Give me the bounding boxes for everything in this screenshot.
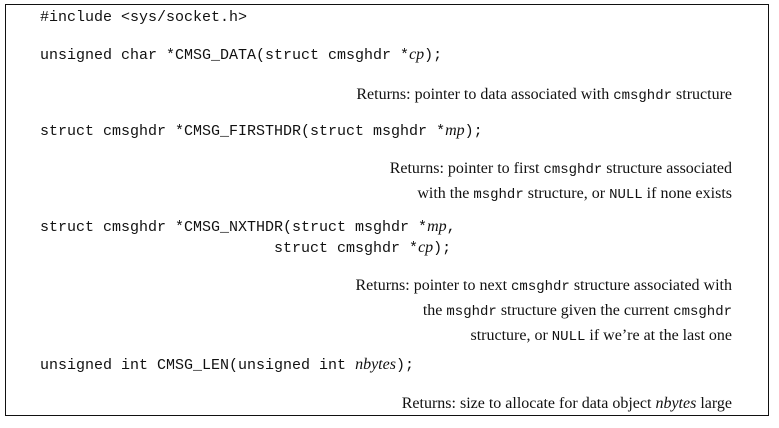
returns-text: structure, or <box>523 185 610 202</box>
param-name: nbytes <box>355 356 396 373</box>
returns-code: cmsghdr <box>673 304 732 320</box>
returns-text: Returns: pointer to data associated with <box>356 86 614 103</box>
returns-text: Returns: size to allocate for data objec… <box>401 395 656 412</box>
returns-code: msghdr <box>446 304 497 320</box>
function-synopsis-box <box>5 4 769 416</box>
returns-text: Returns: pointer to first <box>389 160 544 177</box>
prototype-text: struct cmsghdr *CMSG_NXTHDR(struct msghd… <box>40 219 428 236</box>
returns-line: Returns: pointer to first cmsghdr struct… <box>390 157 732 182</box>
include-directive: #include <sys/socket.h> <box>40 9 248 26</box>
cmsg-len-prototype: unsigned int CMSG_LEN(unsigned int nbyte… <box>40 355 414 376</box>
returns-line: Returns: pointer to data associated with… <box>356 83 732 108</box>
returns-code: cmsghdr <box>511 279 570 295</box>
returns-text: structure <box>672 86 732 103</box>
prototype-line: struct cmsghdr *CMSG_NXTHDR(struct msghd… <box>40 217 456 238</box>
returns-text: structure, or <box>470 327 552 344</box>
cmsg-nxthdr-returns: Returns: pointer to next cmsghdr structu… <box>355 274 732 349</box>
cmsg-firsthdr-prototype: struct cmsghdr *CMSG_FIRSTHDR(struct msg… <box>40 121 483 142</box>
prototype-text: unsigned char *CMSG_DATA(struct cmsghdr … <box>40 47 410 64</box>
returns-text: if we’re at the last one <box>585 327 732 344</box>
returns-line: Returns: pointer to next cmsghdr structu… <box>355 274 732 299</box>
prototype-text: unsigned int CMSG_LEN(unsigned int <box>40 357 356 374</box>
prototype-text: , <box>446 219 456 236</box>
prototype-text: ); <box>424 47 443 64</box>
returns-line: the msghdr structure given the current c… <box>355 299 732 324</box>
returns-line: with the msghdr structure, or NULL if no… <box>390 182 732 207</box>
cmsg-nxthdr-prototype: struct cmsghdr *CMSG_NXTHDR(struct msghd… <box>40 217 456 259</box>
prototype-text: ); <box>433 240 452 257</box>
returns-line: Returns: size to allocate for data objec… <box>402 392 732 415</box>
returns-text: structure associated <box>602 160 732 177</box>
cmsg-len-returns: Returns: size to allocate for data objec… <box>402 392 732 415</box>
param-name: cp <box>418 239 434 256</box>
param-name: cp <box>409 46 425 63</box>
param-name: mp <box>445 122 465 139</box>
returns-code: NULL <box>551 329 586 345</box>
returns-code: msghdr <box>473 187 524 203</box>
prototype-text: ); <box>464 123 483 140</box>
returns-line: structure, or NULL if we’re at the last … <box>355 324 732 349</box>
cmsg-firsthdr-returns: Returns: pointer to first cmsghdr struct… <box>390 157 732 207</box>
param-name: mp <box>427 218 447 235</box>
returns-code: cmsghdr <box>613 88 673 104</box>
returns-text: structure given the current <box>496 302 674 319</box>
prototype-text: struct cmsghdr *CMSG_FIRSTHDR(struct msg… <box>40 123 446 140</box>
prototype-text: ); <box>395 357 414 374</box>
returns-text: large <box>696 395 732 412</box>
returns-code: cmsghdr <box>543 162 603 178</box>
returns-text: if none exists <box>642 185 732 202</box>
returns-text: Returns: pointer to next <box>355 277 512 294</box>
cmsg-data-returns: Returns: pointer to data associated with… <box>356 83 732 108</box>
returns-text: structure associated with <box>569 277 732 294</box>
prototype-line: struct cmsghdr *cp); <box>40 238 456 259</box>
prototype-text: struct cmsghdr * <box>40 240 419 257</box>
returns-text: with the <box>417 185 474 202</box>
returns-text: the <box>422 302 447 319</box>
include-line: #include <sys/socket.h> <box>40 8 247 28</box>
returns-param: nbytes <box>655 395 697 412</box>
cmsg-data-prototype: unsigned char *CMSG_DATA(struct cmsghdr … <box>40 45 442 66</box>
returns-code: NULL <box>609 187 643 203</box>
